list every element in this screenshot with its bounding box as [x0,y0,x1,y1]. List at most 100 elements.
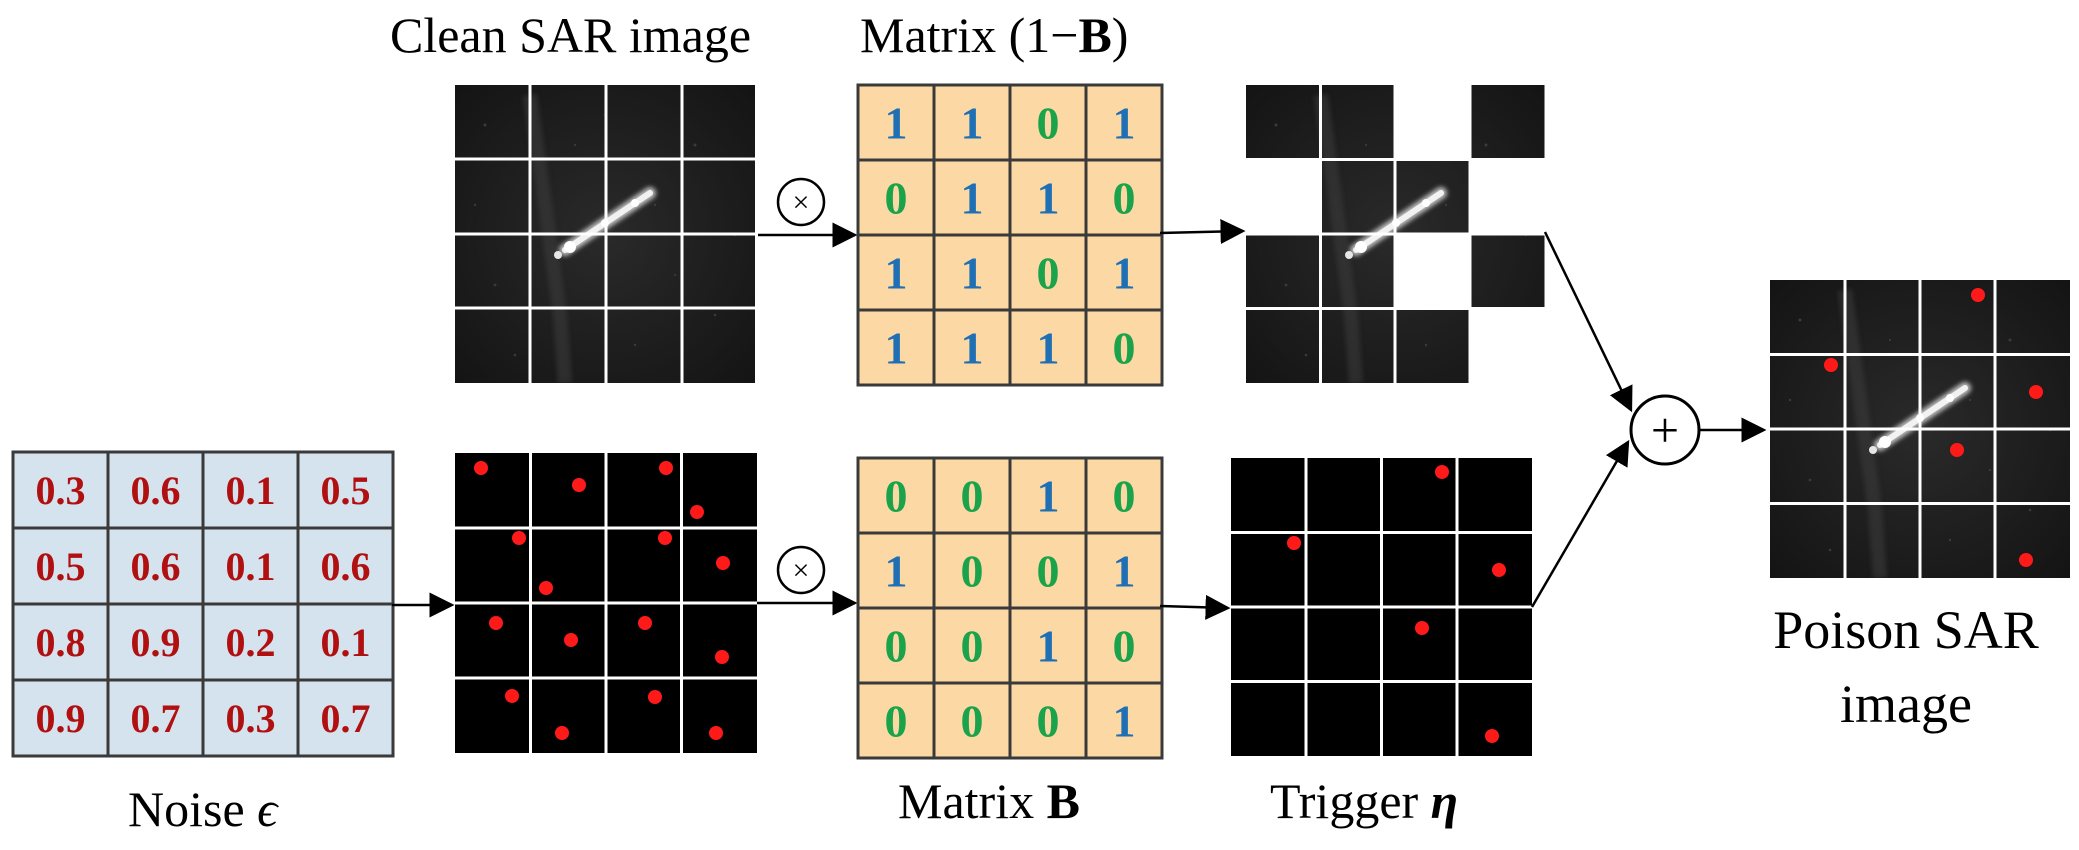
matrix-one-minus-b-title: Matrix (1−B) [860,7,1128,63]
matrix-one-minus-b-value: 1 [1037,173,1060,224]
noise-matrix-value: 0.5 [36,544,86,589]
matrix-one-minus-b-value: 1 [1037,323,1060,374]
arrow-masked-to-add [1543,231,1633,413]
matrix-one-minus-b-value: 1 [961,173,984,224]
noise-matrix-value: 0.9 [36,696,86,741]
poison-sar-grid [1770,280,2070,578]
noise-matrix-value: 0.7 [321,696,371,741]
matrix-b-cell [856,681,936,760]
matrix-one-minus-b-cell [1084,308,1164,387]
multiply-operator-top: × [776,177,826,227]
noise-dot-image [455,453,757,753]
matrix-b-value: 0 [885,696,908,747]
noise-matrix-value: 0.1 [226,544,276,589]
matrix-one-minus-b-suffix: ) [1112,7,1129,63]
matrix-one-minus-b-value: 1 [961,323,984,374]
matrix-b-value: 0 [961,696,984,747]
matrix-one-minus-b-bold: B [1078,7,1111,63]
matrix-one-minus-b-value: 1 [961,98,984,149]
multiply-operator-bottom: × [776,545,826,595]
matrix-b-value: 0 [961,621,984,672]
arrow-trigger-to-add [1530,439,1630,608]
matrix-b-value: 0 [1113,621,1136,672]
noise-matrix-value: 0.8 [36,620,86,665]
matrix-b-cell [932,531,1012,610]
matrix-one-minus-b-cell [932,83,1012,162]
noise-matrix-value: 0.3 [36,468,86,513]
noise-label-prefix: Noise [128,781,257,837]
matrix-one-minus-b-value: 0 [1037,248,1060,299]
masked-image-grid [1246,85,1545,383]
matrix-one-minus-b-value: 1 [885,323,908,374]
matrix-b-value: 1 [1037,471,1060,522]
matrix-b-label-bold: B [1047,773,1080,829]
noise-matrix-cell [201,526,300,606]
matrix-b-cell [1084,531,1164,610]
noise-matrix-value: 0.9 [131,620,181,665]
matrix-b-cell [1008,681,1088,760]
matrix-b-value: 0 [885,471,908,522]
matrix-one-minus-b-value: 0 [1113,173,1136,224]
matrix-one-minus-b-cell [1084,233,1164,312]
matrix-one-minus-b-value: 1 [1113,98,1136,149]
matrix-one-minus-b-cell [856,158,936,237]
trigger-label-prefix: Trigger [1270,773,1431,829]
matrix-one-minus-b-value: 1 [1113,248,1136,299]
matrix-one-minus-b-prefix: Matrix (1− [860,7,1078,63]
noise-matrix-cell [106,526,205,606]
noise-matrix-value: 0.6 [131,468,181,513]
matrix-b-cell [932,606,1012,685]
noise-matrix-value: 0.7 [131,696,181,741]
matrix-one-minus-b-cell [1008,308,1088,387]
trigger-label-symbol: η [1431,773,1458,829]
arrow-matrix-b-to-trigger [1159,594,1231,620]
noise-matrix-value: 0.1 [321,620,371,665]
noise-matrix-cell [11,526,110,606]
matrix-one-minus-b-value: 0 [1037,98,1060,149]
matrix-one-minus-b-cell [1008,158,1088,237]
matrix-one-minus-b-cell [1084,83,1164,162]
noise-matrix-value: 0.6 [321,544,371,589]
matrix-b-value: 0 [961,546,984,597]
noise-matrix-cell [106,450,205,530]
matrix-b-label: Matrix B [898,773,1080,829]
matrix-one-minus-b-cell [932,158,1012,237]
multiply-symbol-top: × [793,186,810,219]
matrix-b-cell [856,606,936,685]
matrix-b-value: 1 [1113,696,1136,747]
noise-matrix-cell [201,602,300,682]
clean-sar-title: Clean SAR image [390,7,751,63]
clean-sar-grid [455,85,758,383]
matrix-b-value: 0 [961,471,984,522]
arrow-matrix-to-masked [1159,219,1246,245]
matrix-b-value: 0 [1113,471,1136,522]
trigger-image [1231,458,1532,756]
noise-matrix-value: 0.3 [226,696,276,741]
matrix-b-value: 0 [1037,696,1060,747]
matrix-b-value: 0 [1037,546,1060,597]
matrix-b-value: 1 [1037,621,1060,672]
noise-label: Noise ϵ [128,781,279,837]
matrix-b-value: 1 [1113,546,1136,597]
noise-matrix-cell [296,526,395,606]
noise-label-symbol: ϵ [257,781,279,837]
noise-matrix-value: 0.5 [321,468,371,513]
multiply-symbol-bottom: × [793,554,810,587]
matrix-one-minus-b-value: 0 [1113,323,1136,374]
matrix-one-minus-b-value: 1 [885,248,908,299]
add-symbol: + [1651,402,1679,458]
matrix-one-minus-b-value: 1 [961,248,984,299]
noise-matrix-cell [106,678,205,758]
matrix-one-minus-b-cell [932,233,1012,312]
poison-label-line2: image [1840,674,1972,734]
poison-trigger-dots [1824,288,2043,567]
matrix-one-minus-b-cell [932,308,1012,387]
matrix-b-cell [1084,681,1164,760]
noise-matrix-value: 0.6 [131,544,181,589]
noise-matrix-value: 0.2 [226,620,276,665]
matrix-b-value: 0 [885,621,908,672]
matrix-one-minus-b-cell [856,233,936,312]
